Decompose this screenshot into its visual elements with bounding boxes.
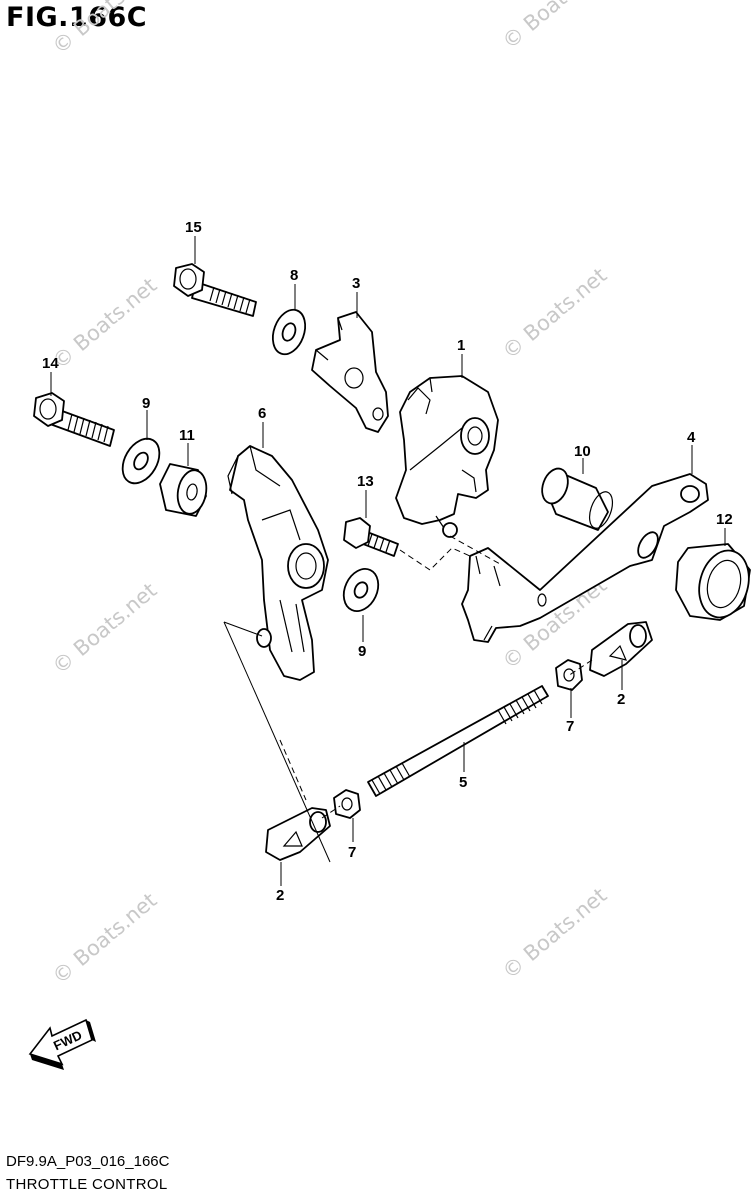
watermark: © Boats.net	[498, 263, 612, 364]
throttle-cam-part-1	[395, 375, 499, 538]
bolt-part-13	[343, 517, 399, 557]
watermark: © Boats.net	[48, 0, 162, 59]
callout-7-left: 7	[348, 844, 356, 861]
bolt-part-14	[33, 392, 115, 447]
callout-1: 1	[457, 337, 465, 354]
watermark: © Boats.net	[498, 883, 612, 984]
link-plate-part-4	[461, 473, 709, 643]
bushing-part-12	[675, 543, 751, 621]
rod-end-part-2-right	[589, 621, 653, 677]
watermark: © Boats.net	[48, 578, 162, 679]
figure-caption: THROTTLE CONTROL	[6, 1176, 168, 1193]
watermark: © Boats.net	[48, 888, 162, 989]
callout-9-left: 9	[142, 395, 150, 412]
bolt-part-15	[173, 263, 257, 317]
callout-15: 15	[185, 219, 202, 236]
callout-2-left: 2	[276, 887, 284, 904]
callout-12: 12	[716, 511, 733, 528]
washer-part-8	[271, 308, 307, 356]
callout-6: 6	[258, 405, 266, 422]
rod-end-part-2-left	[265, 807, 331, 861]
callout-14: 14	[42, 355, 59, 372]
callout-4: 4	[687, 429, 696, 446]
watermarks: © Boats.net © Boats.net © Boats.net © Bo…	[48, 0, 612, 989]
sleeve-part-10	[541, 467, 614, 531]
callout-2-right: 2	[617, 691, 625, 708]
nut-part-7-right	[555, 659, 583, 691]
callout-9-center: 9	[358, 643, 366, 660]
figure-title: FIG.166C	[6, 2, 148, 33]
callout-11: 11	[179, 427, 195, 444]
bracket-part-3	[311, 311, 389, 433]
callout-5: 5	[459, 774, 467, 791]
washer-part-9-center	[342, 568, 380, 612]
watermark: © Boats.net	[498, 0, 612, 54]
nut-part-7-left	[333, 789, 361, 819]
callout-13: 13	[357, 473, 374, 490]
callout-7-right: 7	[566, 718, 574, 735]
collar-part-11	[159, 463, 208, 517]
callout-8: 8	[290, 267, 298, 284]
washer-part-9-left	[121, 437, 161, 485]
figure-code: DF9.9A_P03_016_166C	[6, 1153, 170, 1170]
watermark: © Boats.net	[48, 273, 162, 374]
callout-3: 3	[352, 275, 360, 292]
fwd-arrow-icon: FWD	[28, 1018, 96, 1070]
threaded-rod-part-5	[367, 685, 549, 797]
callout-10: 10	[574, 443, 591, 460]
lever-part-6	[227, 445, 329, 681]
callout-leaders	[50, 236, 726, 886]
assembly-lines	[223, 535, 593, 863]
callouts: 15 8 3 1 14 9 11 6 13 10 4 12 9 2 7 5 7 …	[42, 219, 733, 904]
